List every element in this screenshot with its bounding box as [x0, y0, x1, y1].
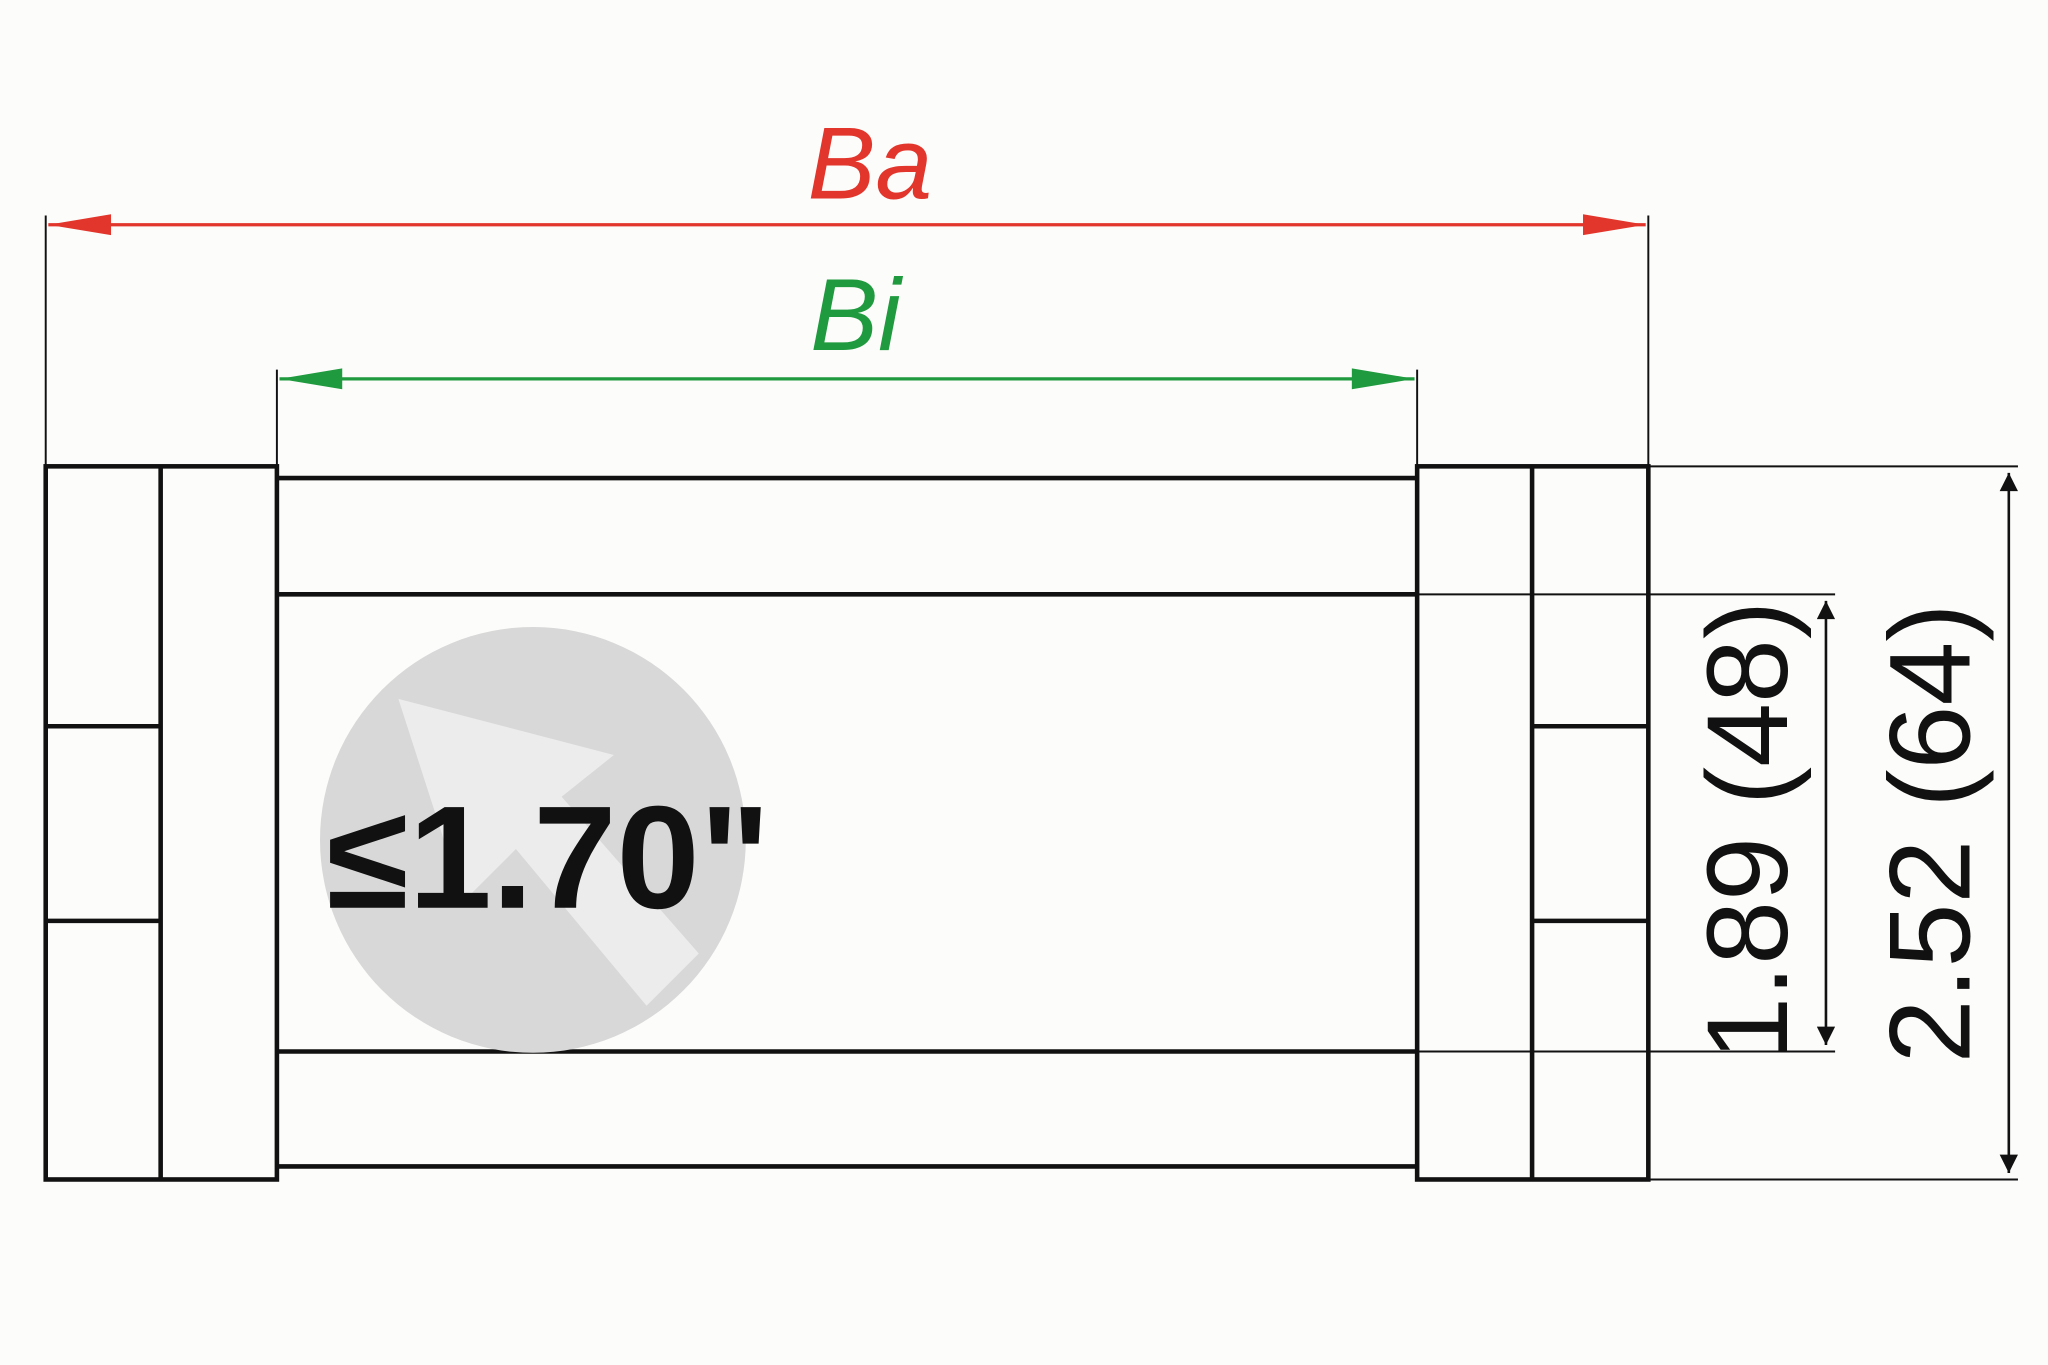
left-side-plate [43, 464, 280, 1182]
max-cable-diameter-badge: ≤1.70" [320, 626, 771, 1053]
outer-height-label: 2.52 (64) [1867, 603, 1995, 1063]
inner-width-label: Bi [810, 258, 903, 372]
right-side-plate [1414, 464, 1651, 1182]
outer-width-label: Ba [808, 107, 933, 221]
inner-height-label: 1.89 (48) [1684, 601, 1812, 1061]
arrow-up-left-icon [398, 698, 699, 1006]
max-cable-label: ≤1.70" [327, 776, 771, 939]
outer-width-dimension: Ba [44, 107, 1650, 467]
crossbars [276, 475, 1418, 1169]
height-dimensions [1417, 465, 2018, 1181]
inner-width-dimension: Bi [275, 258, 1419, 467]
